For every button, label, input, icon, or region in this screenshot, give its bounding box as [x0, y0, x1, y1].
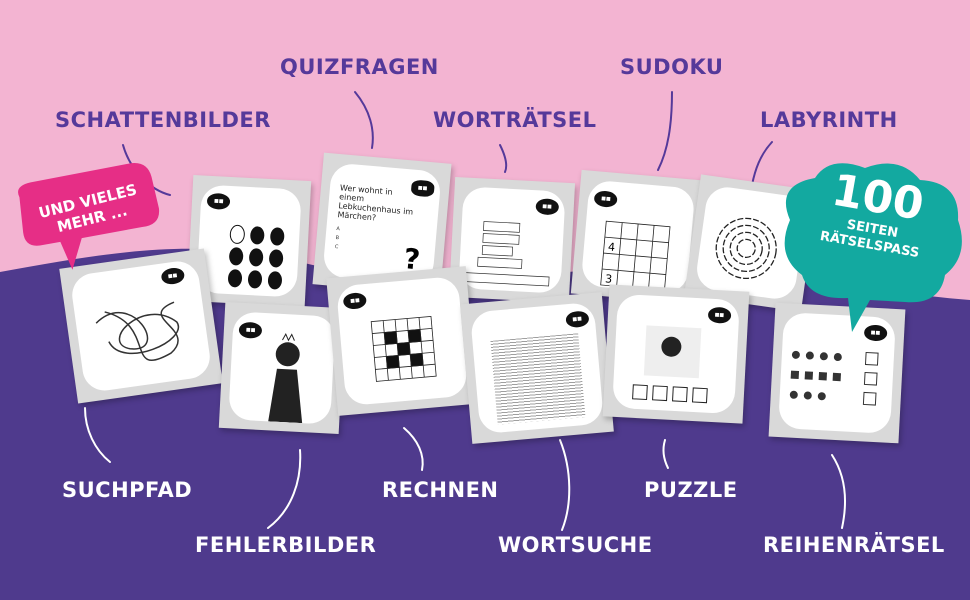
quiz-question: Wer wohnt in einem Lebkuchenhaus im Märc… [337, 183, 414, 223]
speech-bubble-icon [18, 163, 160, 270]
quiz-option: B [335, 235, 340, 242]
sudoku-digit: 4 [607, 240, 615, 254]
puzzle-pieces-icon [632, 325, 708, 404]
label-quizfragen: QUIZFRAGEN [280, 55, 439, 79]
count-bubble: 100 SEITEN RÄTSELSPASS [770, 160, 970, 335]
label-rechnen: RECHNEN [382, 478, 499, 502]
page-wortsuche: ■■ [460, 292, 614, 444]
tangled-paths-icon [95, 301, 180, 361]
word-search-grid [490, 333, 586, 425]
label-fehlerbilder: FEHLERBILDER [195, 533, 377, 557]
quiz-option: C [334, 243, 339, 251]
label-wortraetsel: WORTRÄTSEL [433, 108, 597, 132]
princess-drawing-icon [268, 333, 303, 424]
label-schattenbilder: SCHATTENBILDER [55, 108, 271, 132]
cloud-bubble-icon [784, 163, 962, 332]
label-sudoku: SUDOKU [620, 55, 724, 79]
speech-tag-icon: ■■ [564, 310, 590, 329]
page-wortraetsel: ■■ [448, 176, 576, 304]
label-suchpfad: SUCHPFAD [62, 478, 193, 502]
math-grid [370, 315, 437, 382]
penguin-silhouettes-icon [228, 224, 285, 290]
label-puzzle: PUZZLE [644, 478, 738, 502]
page-reihenraetsel: ■■ [768, 302, 906, 444]
page-suchpfad: ■■ [59, 248, 223, 404]
maze-icon [715, 217, 777, 280]
quiz-option: A [336, 226, 341, 233]
page-puzzle: ■■ [602, 284, 750, 424]
sudoku-digit: 3 [605, 272, 613, 286]
page-labyrinth [684, 174, 818, 312]
page-schattenbilder: ■■ [186, 174, 312, 308]
label-labyrinth: LABYRINTH [760, 108, 898, 132]
page-fehlerbilder: ■■ [218, 301, 346, 435]
label-wortsuche: WORTSUCHE [498, 533, 653, 557]
page-rechnen: ■■ [326, 266, 478, 416]
label-reihenraetsel: REIHENRÄTSEL [763, 533, 945, 557]
sequence-rows-icon [789, 350, 879, 406]
